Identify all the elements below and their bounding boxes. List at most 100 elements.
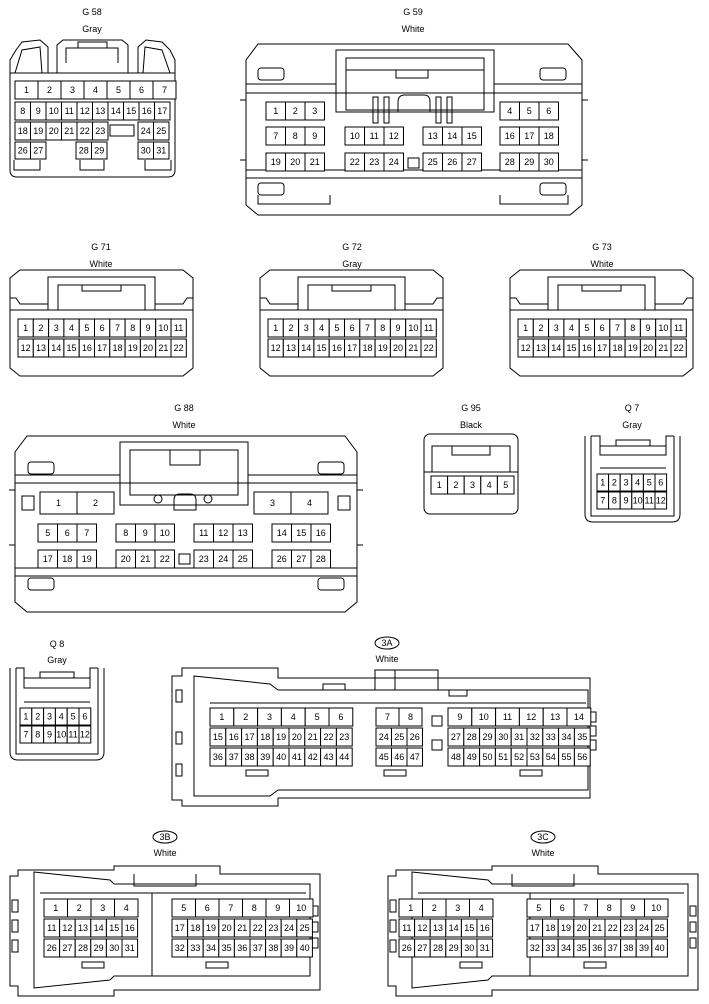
pin-number: 16: [480, 923, 490, 933]
pin-number: 24: [284, 923, 294, 933]
pin-cell: 37: [225, 747, 243, 767]
pin-cell: 19: [30, 121, 47, 141]
pin-cell: 7: [573, 898, 598, 918]
pin-number: 21: [158, 343, 168, 353]
pin-cell: 13: [74, 918, 92, 938]
pin-number: 27: [296, 554, 306, 564]
pin-cell: 20: [389, 338, 407, 358]
pin-number: 19: [82, 554, 92, 564]
pin-number: 21: [408, 343, 418, 353]
pin-cell: 4: [469, 898, 494, 918]
pin-number: 14: [301, 343, 311, 353]
connector-3a-code: 3A: [381, 638, 392, 648]
pin-number: 3: [47, 712, 52, 722]
pin-cell: 18: [57, 549, 78, 569]
pin-cell: 20: [639, 338, 657, 358]
pin-number: 15: [467, 131, 477, 141]
pin-box: [153, 141, 170, 160]
pin-box: [328, 707, 354, 727]
pin-number: 13: [95, 106, 105, 116]
pin-cell: 19: [272, 727, 290, 747]
pin-number: 37: [229, 752, 239, 762]
pin-cell: 12: [517, 338, 534, 358]
pin-cell: 21: [304, 152, 325, 172]
pin-number: 39: [284, 943, 294, 953]
pin-number: 35: [577, 732, 587, 742]
pin-number: 14: [551, 343, 561, 353]
pin-number: 31: [125, 943, 135, 953]
pin-number: 16: [125, 923, 135, 933]
pin-number: 20: [643, 343, 653, 353]
pin-box: [573, 727, 591, 747]
pin-number: 8: [293, 131, 298, 141]
pin-cell: 16: [138, 101, 155, 121]
pin-cell: 14: [442, 126, 463, 146]
pin-number: 2: [77, 903, 82, 913]
pin-cell: 25: [391, 727, 408, 747]
pin-number: 1: [56, 498, 61, 508]
pin-box: [335, 747, 353, 767]
pin-number: 26: [47, 943, 57, 953]
pin-number: 17: [157, 106, 167, 116]
pin-cell: 5: [328, 318, 346, 338]
pin-cell: 5: [106, 80, 131, 100]
pin-box: [76, 549, 97, 569]
pin-box: [566, 707, 592, 727]
pin-cell: 18: [542, 918, 559, 938]
pin-number: 6: [205, 903, 210, 913]
pin-cell: 1: [17, 318, 34, 338]
pin-cell: 32: [526, 938, 544, 958]
connector-q7-color: Gray: [622, 420, 642, 430]
pin-cell: 10: [289, 898, 314, 918]
pin-cell: 14: [107, 101, 124, 121]
pin-cell: 10: [655, 318, 672, 338]
pin-number: 3: [455, 903, 460, 913]
pin-cell: 31: [153, 141, 170, 160]
pin-number: 11: [47, 923, 56, 933]
pin-cell: 8: [374, 318, 391, 338]
pin-number: 6: [338, 712, 343, 722]
pin-number: 23: [95, 126, 105, 136]
pin-number: 18: [62, 554, 72, 564]
pin-cell: 39: [256, 747, 274, 767]
pin-box: [170, 338, 187, 358]
pin-number: 3: [267, 712, 272, 722]
pin-cell: 30: [105, 938, 123, 958]
pin-number: 9: [146, 323, 151, 333]
pin-number: 10: [658, 323, 668, 333]
pin-box: [121, 918, 139, 938]
pin-box: [476, 918, 494, 938]
pin-box: [461, 152, 482, 172]
pin-number: 52: [514, 752, 524, 762]
pin-number: 46: [394, 752, 404, 762]
pin-number: 17: [597, 343, 607, 353]
pin-cell: 11: [642, 491, 656, 510]
pin-cell: 28: [499, 152, 520, 172]
pin-number: 5: [334, 323, 339, 333]
pin-number: 25: [428, 157, 438, 167]
pin-cell: 1: [596, 473, 610, 492]
pin-number: 5: [584, 323, 589, 333]
pin-number: 40: [276, 752, 286, 762]
pin-cell: 55: [558, 747, 575, 767]
pin-number: 7: [115, 323, 120, 333]
pin-number: 18: [362, 343, 372, 353]
pin-number: 2: [293, 106, 298, 116]
pin-cell: 12: [654, 491, 668, 510]
pin-cell: 9: [304, 126, 325, 146]
pin-cell: 9: [30, 101, 47, 121]
pin-number: 25: [394, 732, 404, 742]
pin-cell: 3: [298, 318, 315, 338]
pin-number: 7: [385, 712, 390, 722]
pin-number: 18: [190, 923, 200, 933]
pin-number: 5: [527, 106, 532, 116]
pin-number: 2: [243, 712, 248, 722]
pin-cell: 4: [83, 80, 108, 100]
pin-number: 56: [577, 752, 587, 762]
pin-number: 10: [158, 323, 168, 333]
pin-cell: 11: [61, 101, 78, 121]
pin-number: 9: [47, 730, 52, 740]
pin-cell: 28: [463, 727, 481, 747]
pin-cell: 33: [187, 938, 204, 958]
